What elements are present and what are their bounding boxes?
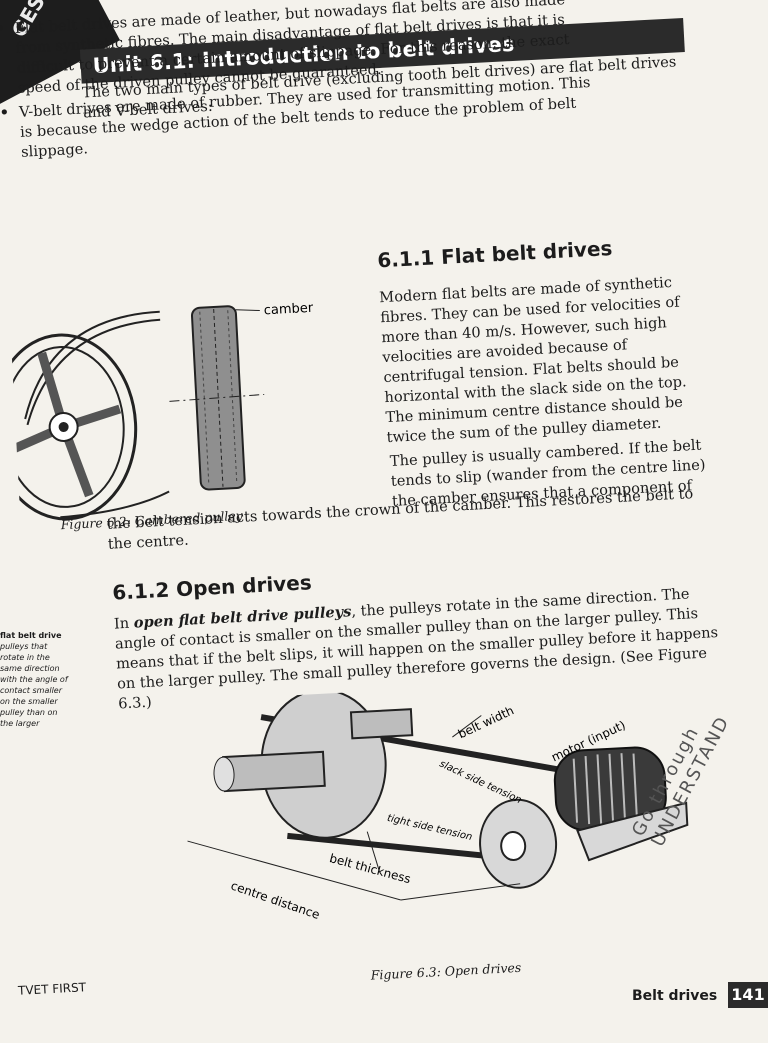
belt-width-label: belt width [456,703,516,741]
footer-chapter: Belt drives [632,988,718,1004]
belt-types-list: Flat belt drives are made of leather, bu… [0,0,601,164]
margin-note: flat belt drive pulleys that rotate in t… [0,631,68,728]
belt-top-curve [24,310,160,420]
pulley-rim [8,333,138,521]
slack-side-label: slack side tension [438,759,523,807]
motor-base [576,801,689,862]
belt-thickness-label: belt thickness [328,851,412,886]
section-heading-flat-belt: 6.1.1 Flat belt drives [376,236,613,273]
figure-6-3-caption: Figure 6.3: Open drives [370,959,522,983]
page-number: 141 [728,982,768,1008]
centre-distance-line [400,883,521,901]
camber-label: camber [263,301,314,319]
tight-side-label: tight side tension [386,813,473,843]
section-heading-open-drives: 6.1.2 Open drives [111,570,313,605]
open-drives-figure: centre distance belt thickness tight sid… [187,688,689,923]
flat-belt-paragraph-1: Modern flat belts are made of synthetic … [378,273,688,447]
cambered-pulley-figure: camber [8,301,314,521]
centre-distance-label: centre distance [229,879,322,923]
large-pulley-shaft [222,750,326,793]
